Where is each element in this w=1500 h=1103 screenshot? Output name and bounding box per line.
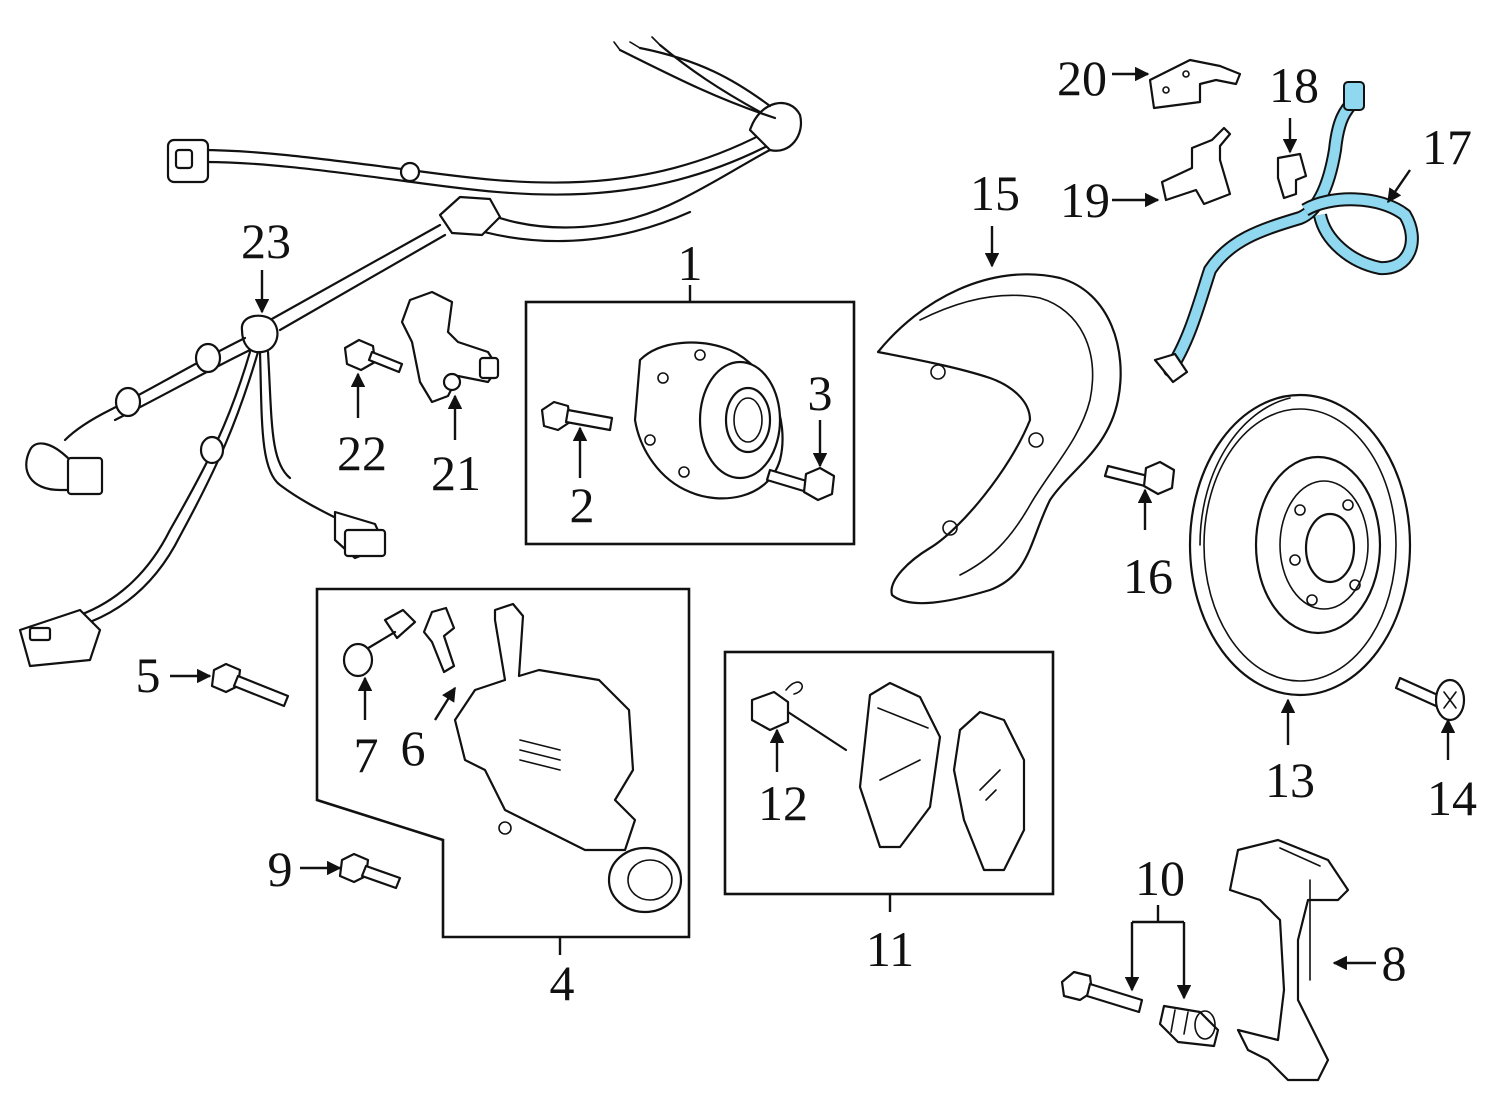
callout-14: 14 [1427,770,1477,826]
screw-14 [1394,676,1466,722]
guide-bolt-10 [1060,970,1220,1048]
bolt-16 [1103,460,1176,496]
brake-hose-17 [1153,81,1419,384]
hub-assembly-group [524,300,856,546]
brake-rotor-13 [1188,393,1412,697]
callout-16: 16 [1123,548,1173,604]
callout-5: 5 [136,647,161,703]
speed-sensor-21 [400,290,500,404]
bracket-20 [1148,58,1242,110]
callout-8: 8 [1382,935,1407,991]
bolt-22 [343,338,404,374]
callout-18: 18 [1269,57,1319,113]
callout-20: 20 [1057,50,1107,106]
callout-11: 11 [866,921,914,977]
callout-3: 3 [808,365,833,421]
callout-17: 17 [1422,119,1472,175]
bolt-9 [338,852,402,890]
callout-21: 21 [431,445,481,501]
clip-18 [1276,152,1308,200]
leader-lines [170,66,1456,1000]
callout-12: 12 [758,775,808,831]
callout-2: 2 [570,477,595,533]
callout-23: 23 [241,213,291,269]
bracket-19 [1160,126,1232,206]
callout-15: 15 [970,165,1020,221]
callout-13: 13 [1265,752,1315,808]
caliper-group [315,587,691,939]
bolt-5 [210,662,290,708]
callout-1: 1 [678,235,703,291]
splash-shield-15 [876,273,1122,605]
callout-22: 22 [337,425,387,481]
brake-pad-group [723,650,1055,896]
callout-10: 10 [1135,850,1185,906]
callout-labels: 1 2 3 4 5 6 7 8 9 10 11 12 13 14 15 16 1… [136,50,1478,1011]
callout-9: 9 [268,841,293,897]
callout-6: 6 [401,720,426,776]
abs-wiring-harness [18,36,803,668]
callout-19: 19 [1060,172,1110,228]
callout-4: 4 [550,955,575,1011]
callout-7: 7 [354,727,379,783]
caliper-bracket-8 [1228,838,1350,1082]
